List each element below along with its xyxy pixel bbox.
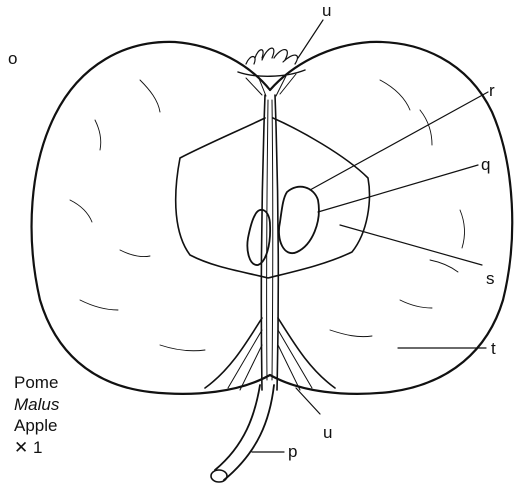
label-p: p — [288, 442, 297, 461]
label-u-top: u — [322, 1, 331, 20]
caption: Pome Malus Apple ✕ 1 — [14, 372, 59, 458]
caption-line-1: Pome — [14, 372, 59, 394]
caption-line-3: Apple — [14, 415, 59, 437]
label-u-bottom: u — [323, 423, 332, 442]
label-t: t — [491, 339, 496, 358]
caption-line-2: Malus — [14, 394, 59, 416]
stalk-p — [211, 385, 274, 482]
label-r: r — [489, 81, 495, 100]
stalk-base-u — [205, 318, 335, 390]
label-s: s — [486, 269, 495, 288]
figure-letter: o — [8, 49, 17, 68]
label-q: q — [481, 155, 490, 174]
caption-line-4: ✕ 1 — [14, 437, 59, 459]
seed-q — [279, 187, 319, 253]
